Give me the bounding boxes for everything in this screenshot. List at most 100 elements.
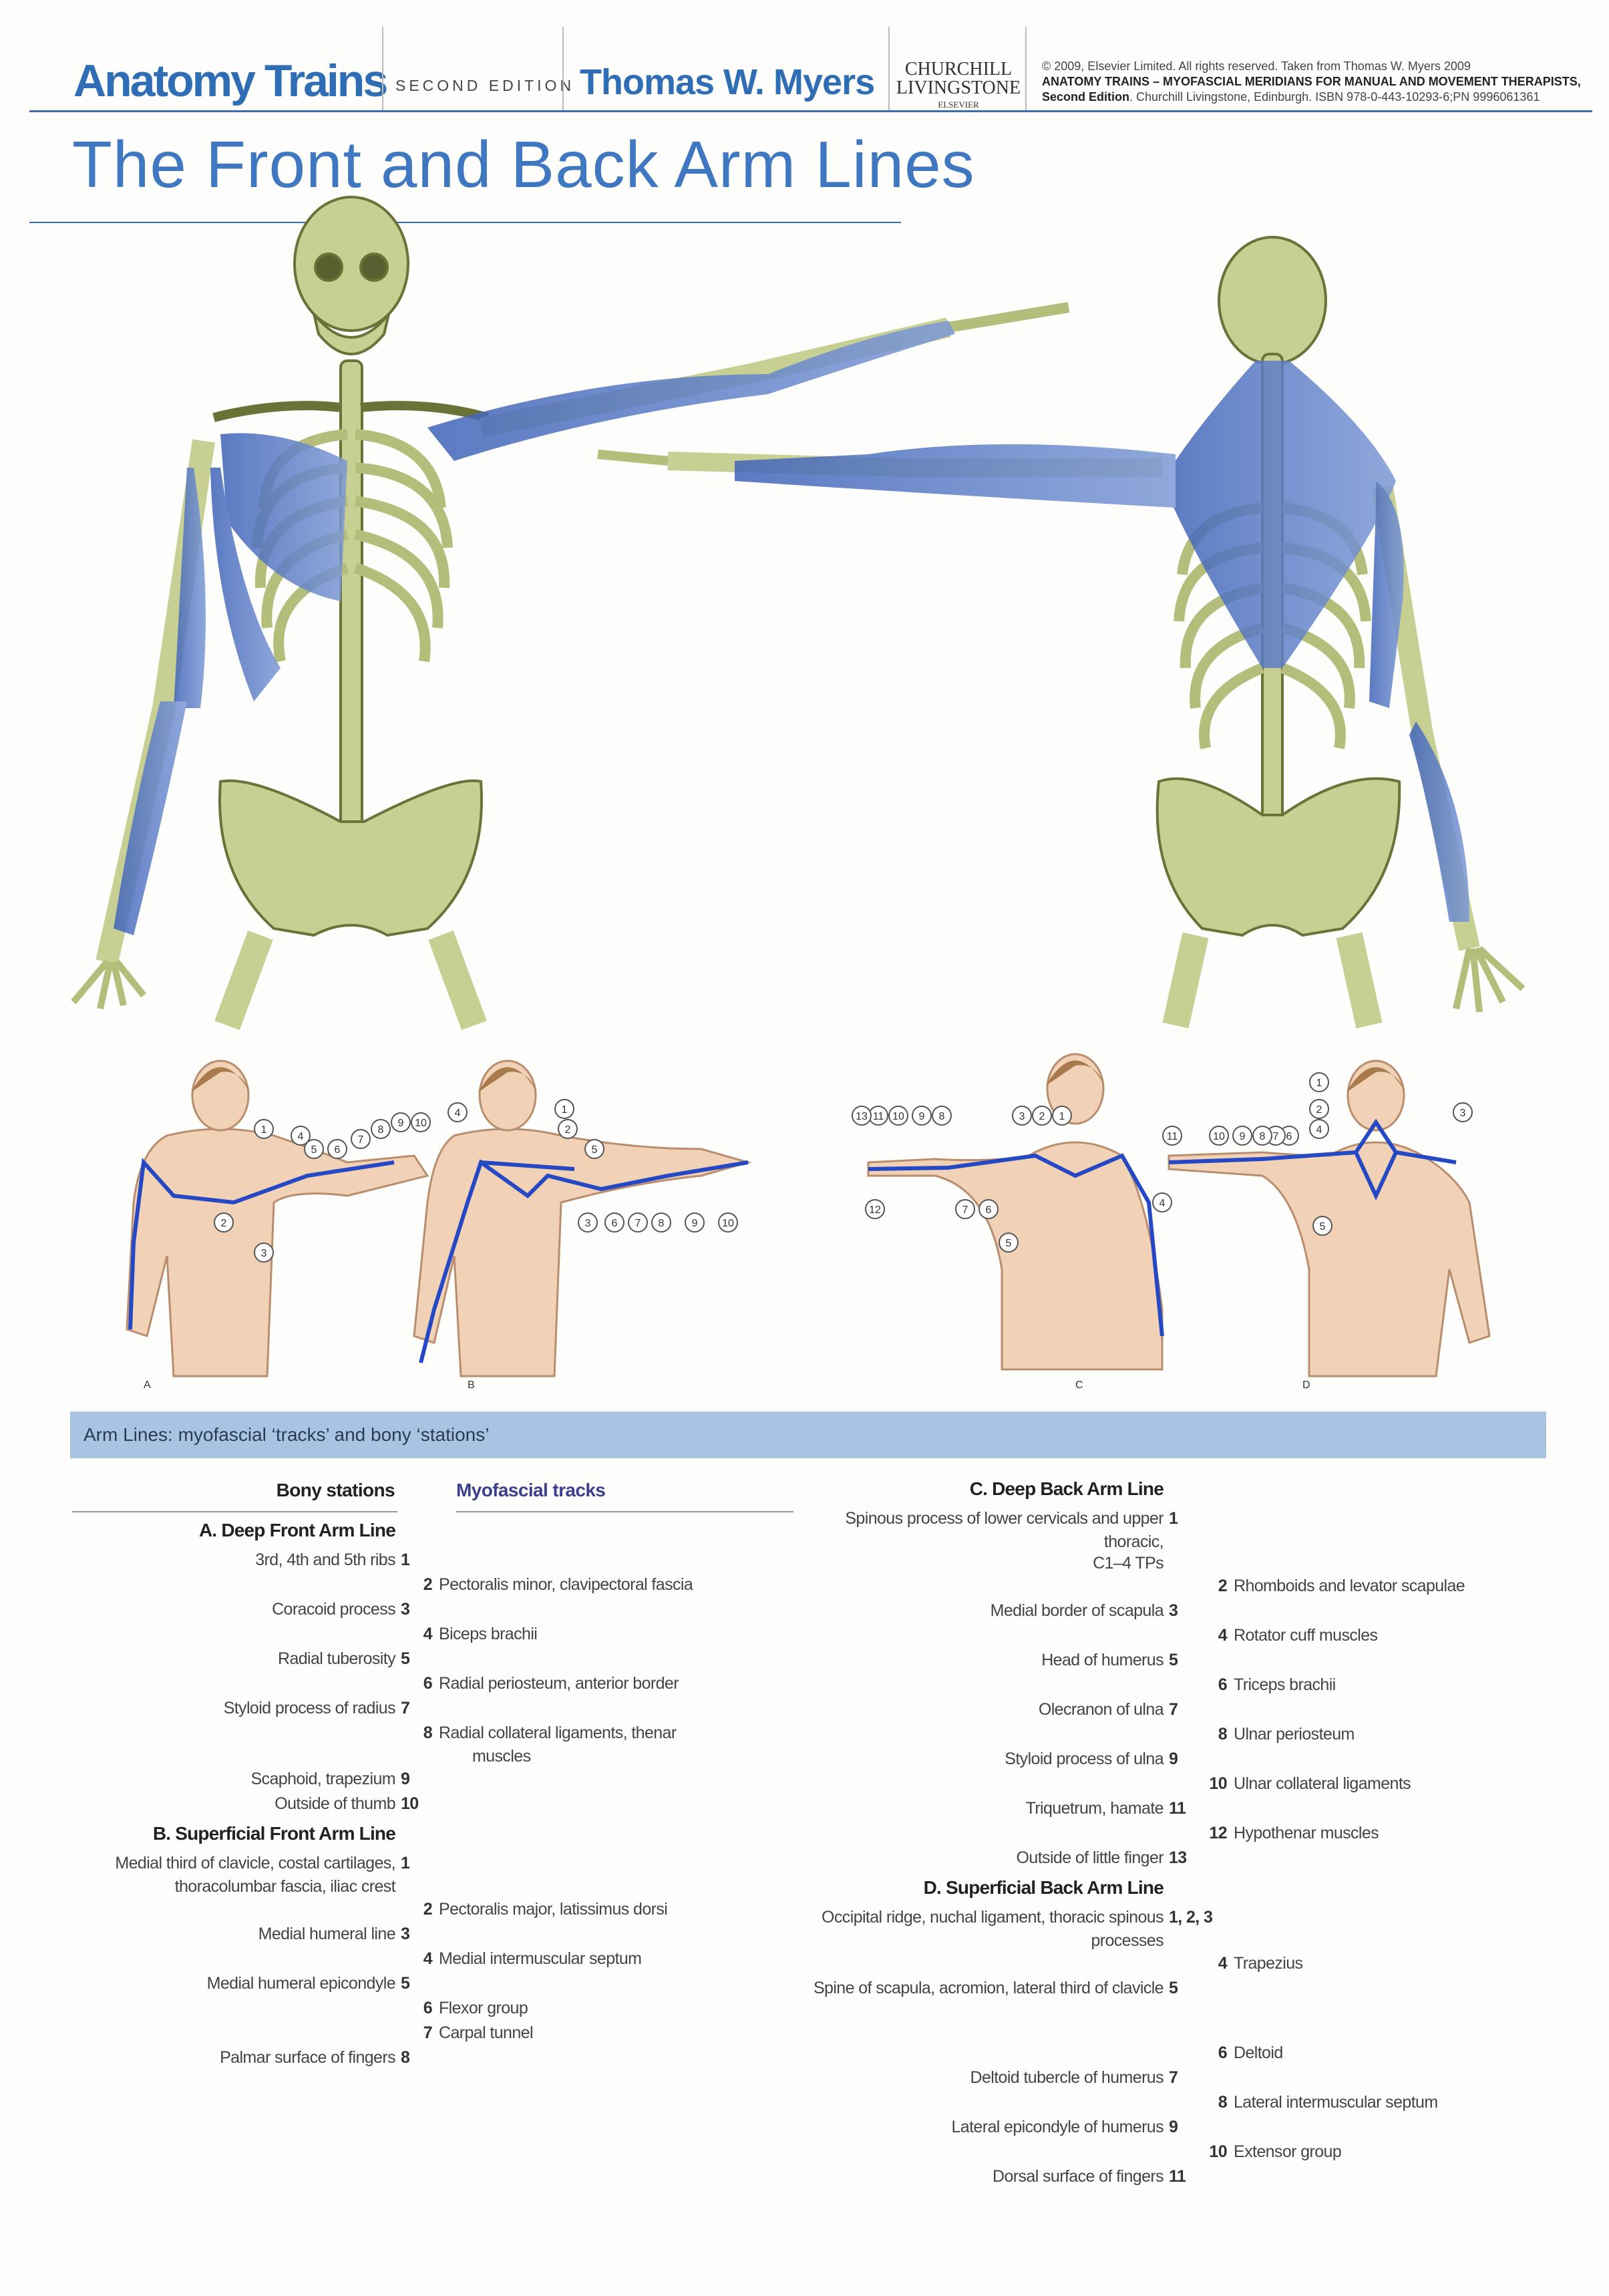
body-outline: [126, 1128, 429, 1377]
station-marker: 2: [1032, 1106, 1052, 1126]
row-text: Radial tuberosity: [277, 1649, 396, 1668]
bony-station-row: 1, 2, 3 Occipital ridge, nuchal ligament,…: [735, 1905, 1213, 1951]
row-number: 5: [1169, 1979, 1178, 1997]
marker-number: 7: [962, 1204, 968, 1216]
marker-number: 6: [1286, 1131, 1292, 1142]
skull: [1218, 236, 1327, 365]
row-number: 7: [423, 2023, 433, 2042]
row-number: 1, 2, 3: [1169, 1908, 1213, 1927]
row-number: 10: [1209, 1774, 1227, 1793]
station-marker: 2: [1309, 1099, 1329, 1119]
row-number: 6: [423, 1674, 433, 1693]
title-rule: [29, 222, 901, 223]
station-marker: 13: [852, 1106, 872, 1126]
row-text-continued: thoracolumbar fascia, iliac crest: [174, 1877, 396, 1896]
row-text: Deltoid tubercle of humerus: [970, 2068, 1164, 2087]
copyright-notice: © 2009, Elsevier Limited. All rights res…: [1042, 59, 1581, 105]
arm-line-track: [419, 1159, 749, 1363]
row-text: Deltoid: [1234, 2043, 1283, 2062]
skull: [293, 196, 409, 332]
station-marker: 4: [1309, 1119, 1329, 1139]
publisher-logo: CHURCHILL LIVINGSTONE ELSEVIER: [895, 60, 1022, 110]
marker-number: 1: [1059, 1111, 1065, 1122]
marker-number: 10: [1213, 1131, 1225, 1142]
station-marker: 5: [1312, 1216, 1332, 1236]
row-text: Hypothenar muscles: [1234, 1824, 1379, 1842]
station-marker: 5: [584, 1139, 604, 1159]
marker-number: 6: [986, 1204, 992, 1216]
back-arm-muscles: [735, 361, 1469, 922]
station-marker: 7: [628, 1212, 648, 1233]
figure-label: A: [144, 1379, 151, 1391]
row-text: Styloid process of ulna: [1005, 1750, 1164, 1768]
marker-number: 8: [659, 1218, 665, 1229]
row-number: 10: [401, 1794, 419, 1813]
row-text: Scaphoid, trapezium: [250, 1770, 395, 1788]
edition-label: SECOND EDITION: [395, 77, 575, 94]
arm-line-track: [128, 1158, 395, 1330]
row-text: Radial collateral ligaments, thenar: [439, 1724, 677, 1742]
station-marker: 3: [254, 1243, 274, 1263]
station-marker: 1: [1309, 1072, 1329, 1092]
divider: [888, 27, 890, 110]
row-text: Dorsal surface of fingers: [993, 2167, 1164, 2186]
body-outline: [1168, 1141, 1491, 1377]
row-text: Coracoid process: [272, 1600, 396, 1619]
marker-number: 8: [1260, 1131, 1266, 1142]
row-text: Occipital ridge, nuchal ligament, thorac…: [822, 1908, 1164, 1927]
row-number: 4: [423, 1625, 433, 1643]
marker-number: 9: [919, 1111, 925, 1122]
marker-number: 2: [1039, 1111, 1045, 1122]
row-number: 6: [423, 1999, 433, 2017]
page-title: The Front and Back Arm Lines: [72, 128, 975, 201]
row-text: Olecranon of ulna: [1038, 1700, 1164, 1719]
row-number: 2: [423, 1900, 433, 1919]
copyright-edition: Second Edition: [1042, 90, 1130, 104]
divider: [1025, 27, 1027, 110]
row-number: 3: [401, 1925, 410, 1943]
arm-line-track: [868, 1153, 1164, 1337]
divider: [382, 27, 383, 110]
section-heading: C. Deep Back Arm Line: [969, 1478, 1164, 1499]
station-marker: 9: [685, 1212, 705, 1233]
row-number: 1: [401, 1550, 410, 1569]
station-marker: 9: [912, 1106, 932, 1126]
marker-number: 8: [939, 1111, 945, 1122]
row-text: Pectoralis minor, clavipectoral fascia: [439, 1575, 693, 1594]
myofascial-tracks-header: Myofascial tracks: [456, 1480, 606, 1500]
marker-number: 2: [221, 1218, 227, 1229]
station-marker: 1: [554, 1099, 574, 1119]
station-marker: 3: [1453, 1102, 1473, 1122]
marker-number: 12: [869, 1204, 881, 1216]
row-number: 3: [1169, 1601, 1178, 1620]
marker-number: 5: [1320, 1221, 1326, 1233]
station-marker: 8: [1252, 1126, 1272, 1146]
copyright-line: © 2009, Elsevier Limited. All rights res…: [1042, 59, 1471, 73]
row-number: 7: [1169, 2068, 1178, 2087]
station-marker: 9: [1232, 1126, 1252, 1146]
station-marker: 3: [1012, 1106, 1032, 1126]
pelvis: [1155, 777, 1401, 937]
marker-number: 1: [261, 1124, 267, 1136]
body-outline: [867, 1141, 1164, 1371]
bony-stations-header: Bony stations: [276, 1480, 395, 1500]
station-marker: 11: [1162, 1126, 1182, 1146]
